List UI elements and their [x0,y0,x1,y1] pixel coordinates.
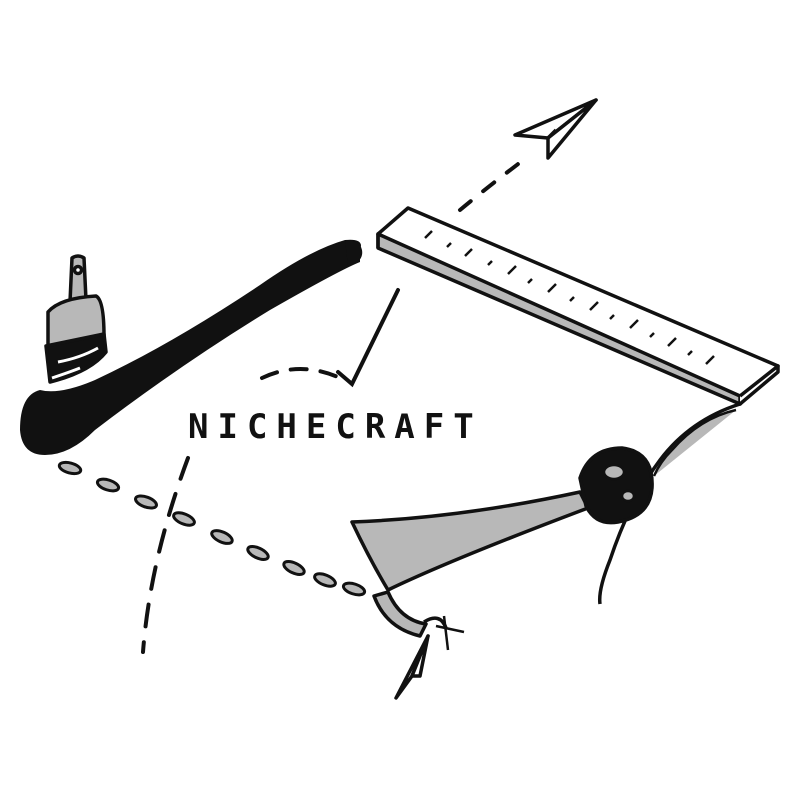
paintbrush-icon [44,254,108,384]
dashed-arc [260,288,400,388]
paper-plane-icon [513,98,598,160]
plane-dashed-path [458,153,532,212]
horn-icon [350,402,741,605]
dashed-line-left [141,456,190,654]
paint-stroke [20,239,363,455]
arrowhead-icon [394,634,430,700]
brand-wordmark: NICHECRAFT [188,407,483,447]
pushpin-icon [372,590,465,651]
bead-dotted-line [57,460,367,597]
ruler-icon [376,206,780,406]
